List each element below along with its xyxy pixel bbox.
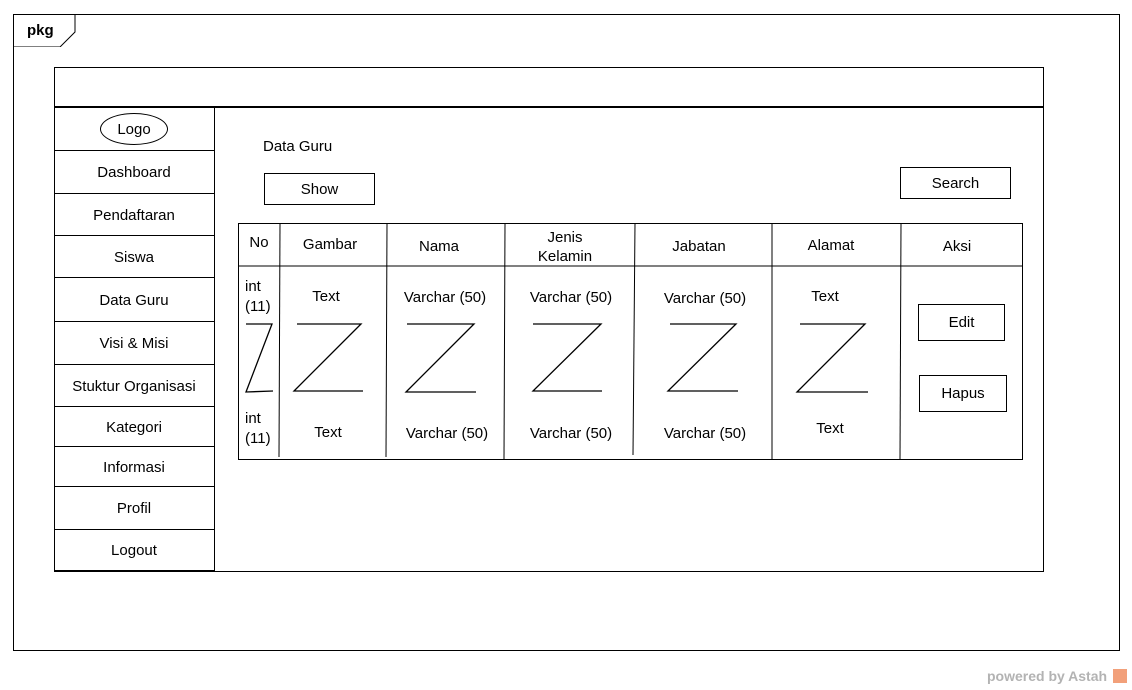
cell-jenis-kelamin-bottom: Varchar (50) [529, 425, 613, 442]
sidebar-item-siswa[interactable]: Siswa [54, 235, 214, 278]
cell-nama-top: Varchar (50) [403, 289, 487, 306]
z-placeholder-nama [404, 323, 476, 393]
sidebar-item-informasi[interactable]: Informasi [54, 446, 214, 487]
header-gambar: Gambar [302, 236, 358, 253]
window-frame [54, 67, 1044, 572]
header-alamat: Alamat [807, 237, 855, 254]
header-no: No [249, 234, 269, 251]
show-button[interactable]: Show [264, 173, 375, 205]
header-nama: Nama [418, 238, 460, 255]
search-button[interactable]: Search [900, 167, 1011, 199]
delete-button[interactable]: Hapus [919, 375, 1007, 412]
sidebar-item-data-guru[interactable]: Data Guru [54, 277, 214, 322]
edit-button[interactable]: Edit [918, 304, 1005, 341]
cell-jabatan-bottom: Varchar (50) [663, 425, 747, 442]
cell-jabatan-top: Varchar (50) [663, 290, 747, 307]
cell-gambar-bottom: Text [314, 424, 342, 441]
sidebar-item-logout[interactable]: Logout [54, 529, 214, 571]
content-area [214, 106, 1044, 572]
sidebar-item-struktur-organisasi[interactable]: Stuktur Organisasi [54, 364, 214, 407]
sidebar: Logo Dashboard Pendaftaran Siswa Data Gu… [54, 106, 215, 571]
data-table [238, 223, 1023, 460]
sidebar-item-dashboard[interactable]: Dashboard [54, 150, 214, 194]
sidebar-logo-cell: Logo [54, 106, 214, 151]
cell-jenis-kelamin-top: Varchar (50) [529, 289, 613, 306]
z-placeholder-jenis-kelamin [531, 323, 603, 392]
cell-alamat-bottom: Text [816, 420, 844, 437]
sidebar-item-pendaftaran[interactable]: Pendaftaran [54, 193, 214, 236]
z-placeholder-jabatan [666, 323, 738, 392]
astah-watermark: powered by Astah [987, 668, 1108, 684]
page-title: Data Guru [263, 138, 333, 155]
cell-no-top: int (11) [245, 278, 271, 315]
z-placeholder-alamat [795, 323, 868, 393]
z-placeholder-no [245, 323, 274, 393]
cell-gambar-top: Text [312, 288, 340, 305]
package-label: pkg [27, 22, 54, 39]
header-divider [55, 106, 1043, 108]
header-aksi: Aksi [942, 238, 972, 255]
sidebar-item-visi-misi[interactable]: Visi & Misi [54, 321, 214, 365]
z-placeholder-gambar [292, 323, 363, 392]
cell-no-bottom: int (11) [245, 410, 271, 447]
cell-alamat-top: Text [811, 288, 839, 305]
sidebar-item-kategori[interactable]: Kategori [54, 406, 214, 447]
logo[interactable]: Logo [100, 113, 168, 145]
cell-nama-bottom: Varchar (50) [405, 425, 489, 442]
package-tab [14, 15, 76, 47]
sidebar-item-profil[interactable]: Profil [54, 486, 214, 530]
header-jabatan: Jabatan [672, 238, 726, 255]
package-frame: pkg [13, 14, 1120, 651]
header-jenis-kelamin: Jenis Kelamin [537, 229, 593, 265]
astah-logo-icon [1113, 669, 1127, 683]
